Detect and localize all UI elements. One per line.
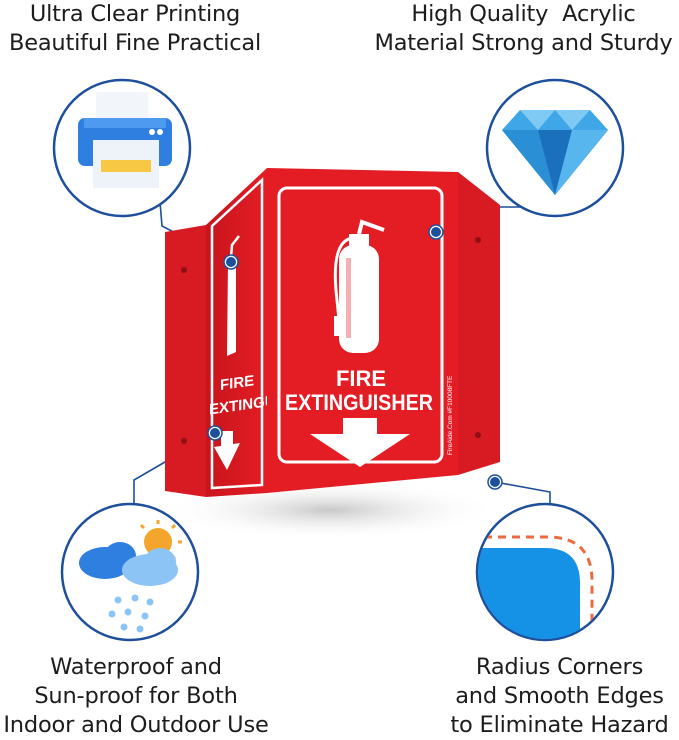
- caption-line: and Smooth Edges: [455, 683, 664, 709]
- fire-extinguisher-icon: [333, 219, 385, 353]
- feature-caption-corners: Radius Corners and Smooth Edges to Elimi…: [440, 653, 679, 740]
- caption-line: to Eliminate Hazard: [450, 712, 669, 738]
- caption-line: Beautiful Fine Practical: [8, 30, 262, 56]
- diamond-icon: [485, 78, 625, 218]
- printer-icon: [52, 78, 192, 218]
- sign-side-panel: FIRE EXTINGUISHER: [206, 168, 322, 497]
- connector-dots: [207, 224, 503, 490]
- caption-line: Sun-proof for Both: [34, 683, 238, 709]
- sign-shadow: [160, 480, 500, 540]
- front-label-line2: EXTINGUISHER: [285, 390, 433, 415]
- caption-line: Material Strong and Sturdy: [374, 30, 673, 56]
- caption-line: High Quality Acrylic: [411, 1, 636, 27]
- side-label-line1: FIRE: [220, 372, 254, 394]
- sign-left-flange: [165, 225, 206, 497]
- caption-line: Radius Corners: [475, 654, 644, 680]
- caption-line: Indoor and Outdoor Use: [3, 712, 269, 738]
- front-label-line1: FIRE: [336, 366, 386, 391]
- side-arrow-icon: [214, 443, 240, 470]
- feature-caption-waterproof: Waterproof and Sun-proof for Both Indoor…: [0, 653, 272, 740]
- feature-caption-printing: Ultra Clear Printing Beautiful Fine Prac…: [0, 0, 270, 58]
- sign-right-flange: [458, 172, 500, 475]
- caption-line: Waterproof and: [50, 654, 222, 680]
- vertical-brand-text: FireAide.Com #F10008FTE: [447, 375, 454, 455]
- sign-front-panel: FIRE EXTINGUISHER FireAide.Com #F10008FT…: [267, 168, 458, 493]
- feature-caption-material: High Quality Acrylic Material Strong and…: [368, 0, 679, 58]
- caption-line: Ultra Clear Printing: [29, 1, 241, 27]
- weather-icon: [60, 502, 200, 642]
- rounded-corner-icon: [475, 502, 615, 642]
- down-arrow-icon: [310, 418, 410, 467]
